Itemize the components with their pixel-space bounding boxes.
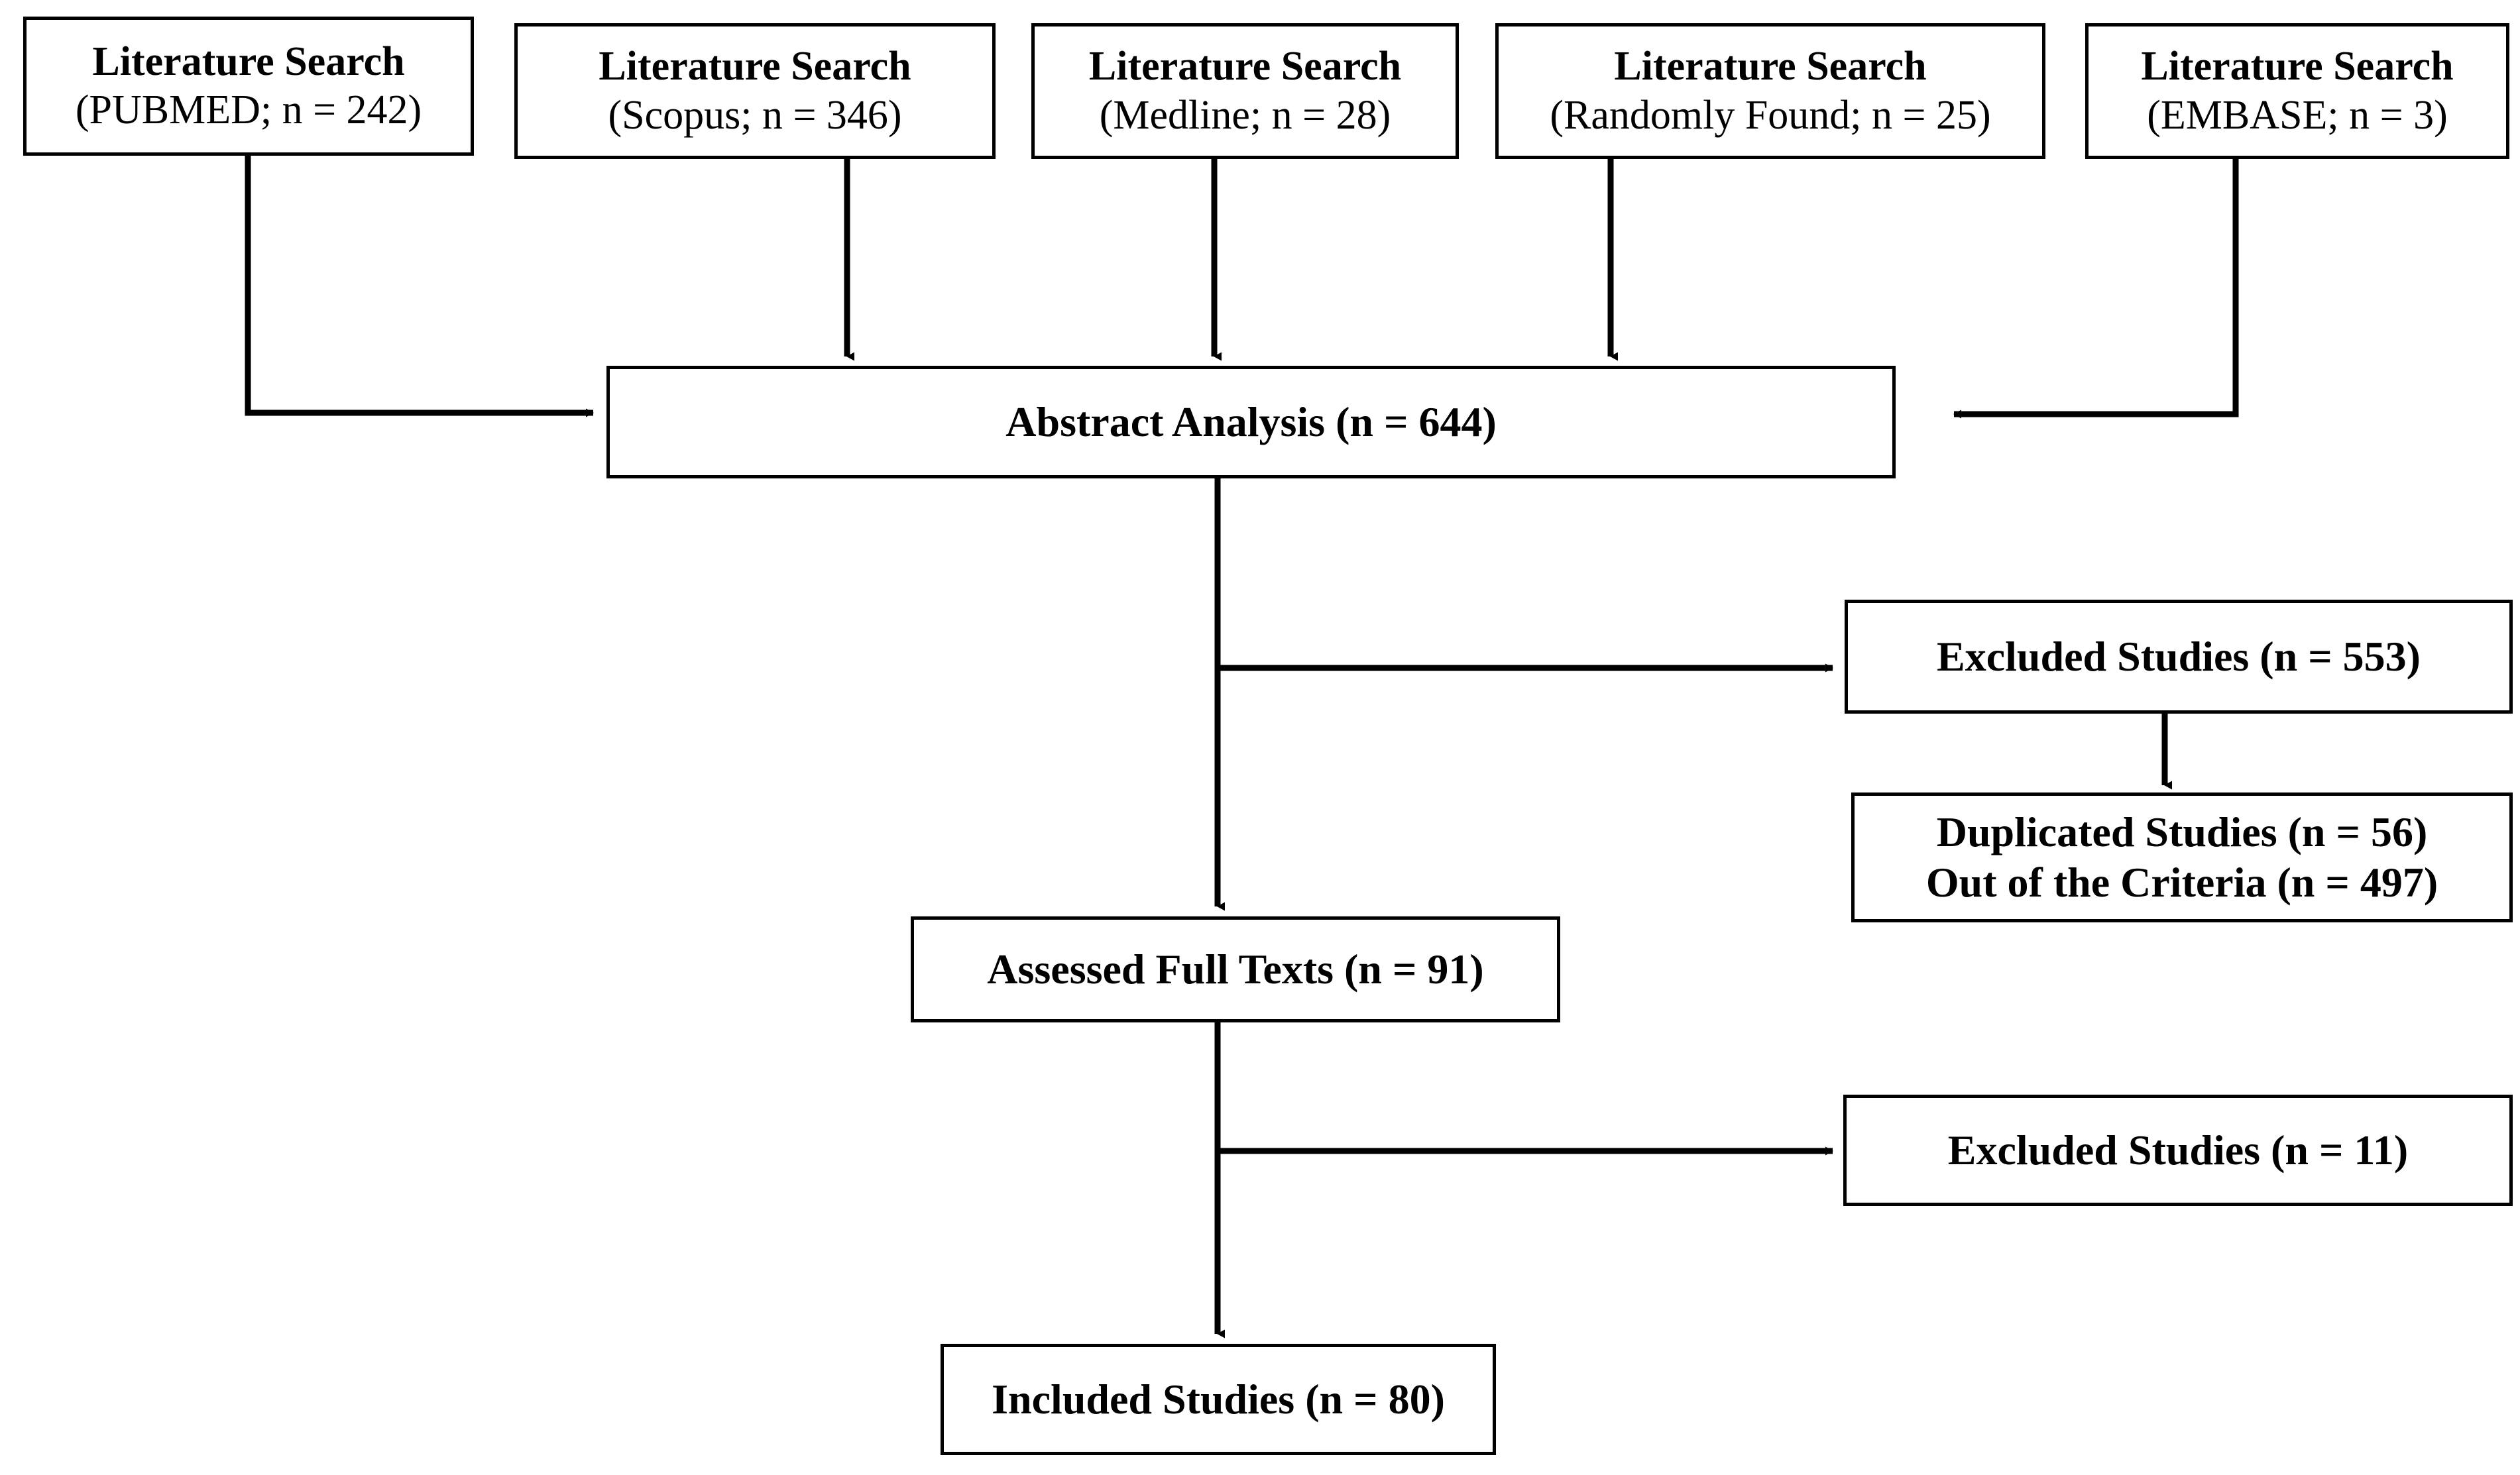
node-line-count: (Scopus; n = 346) (608, 92, 902, 138)
node-assessed-full-texts[interactable]: Assessed Full Texts (n = 91) (911, 916, 1560, 1022)
node-label: Excluded Studies (n = 11) (1947, 1126, 2409, 1174)
node-literature-search-medline[interactable]: Literature Search (Medline; n = 28) (1031, 23, 1459, 159)
node-line-duplicated: Duplicated Studies (n = 56) (1936, 808, 2428, 856)
node-line-title: Literature Search (1088, 44, 1402, 89)
node-line-count: (Randomly Found; n = 25) (1550, 92, 1991, 138)
node-label: Abstract Analysis (n = 644) (1005, 398, 1497, 446)
node-line-title: Literature Search (92, 38, 405, 84)
node-literature-search-pubmed[interactable]: Literature Search (PUBMED; n = 242) (23, 17, 474, 156)
node-abstract-analysis[interactable]: Abstract Analysis (n = 644) (606, 366, 1896, 478)
node-excluded-studies-full-text[interactable]: Excluded Studies (n = 11) (1843, 1095, 2513, 1206)
node-literature-search-scopus[interactable]: Literature Search (Scopus; n = 346) (514, 23, 996, 159)
node-line-count: (Medline; n = 28) (1099, 92, 1391, 138)
node-line-title: Literature Search (2141, 44, 2454, 89)
node-line-count: (EMBASE; n = 3) (2147, 92, 2448, 138)
node-literature-search-embase[interactable]: Literature Search (EMBASE; n = 3) (2085, 23, 2509, 159)
connector-embase-to-abstract (1953, 159, 2239, 419)
node-excluded-studies-abstract[interactable]: Excluded Studies (n = 553) (1845, 600, 2513, 714)
connector-pubmed-to-abstract (245, 156, 594, 417)
node-exclusion-reasons[interactable]: Duplicated Studies (n = 56) Out of the C… (1851, 792, 2513, 922)
node-line-title: Literature Search (599, 44, 911, 89)
node-label: Excluded Studies (n = 553) (1937, 633, 2421, 681)
node-included-studies[interactable]: Included Studies (n = 80) (941, 1344, 1496, 1455)
node-line-count: (PUBMED; n = 242) (75, 87, 422, 133)
node-literature-search-randomly-found[interactable]: Literature Search (Randomly Found; n = 2… (1495, 23, 2045, 159)
node-line-title: Literature Search (1614, 44, 1927, 89)
node-line-out-of-criteria: Out of the Criteria (n = 497) (1925, 859, 2438, 906)
node-label: Included Studies (n = 80) (992, 1376, 1445, 1423)
node-label: Assessed Full Texts (n = 91) (987, 946, 1484, 993)
